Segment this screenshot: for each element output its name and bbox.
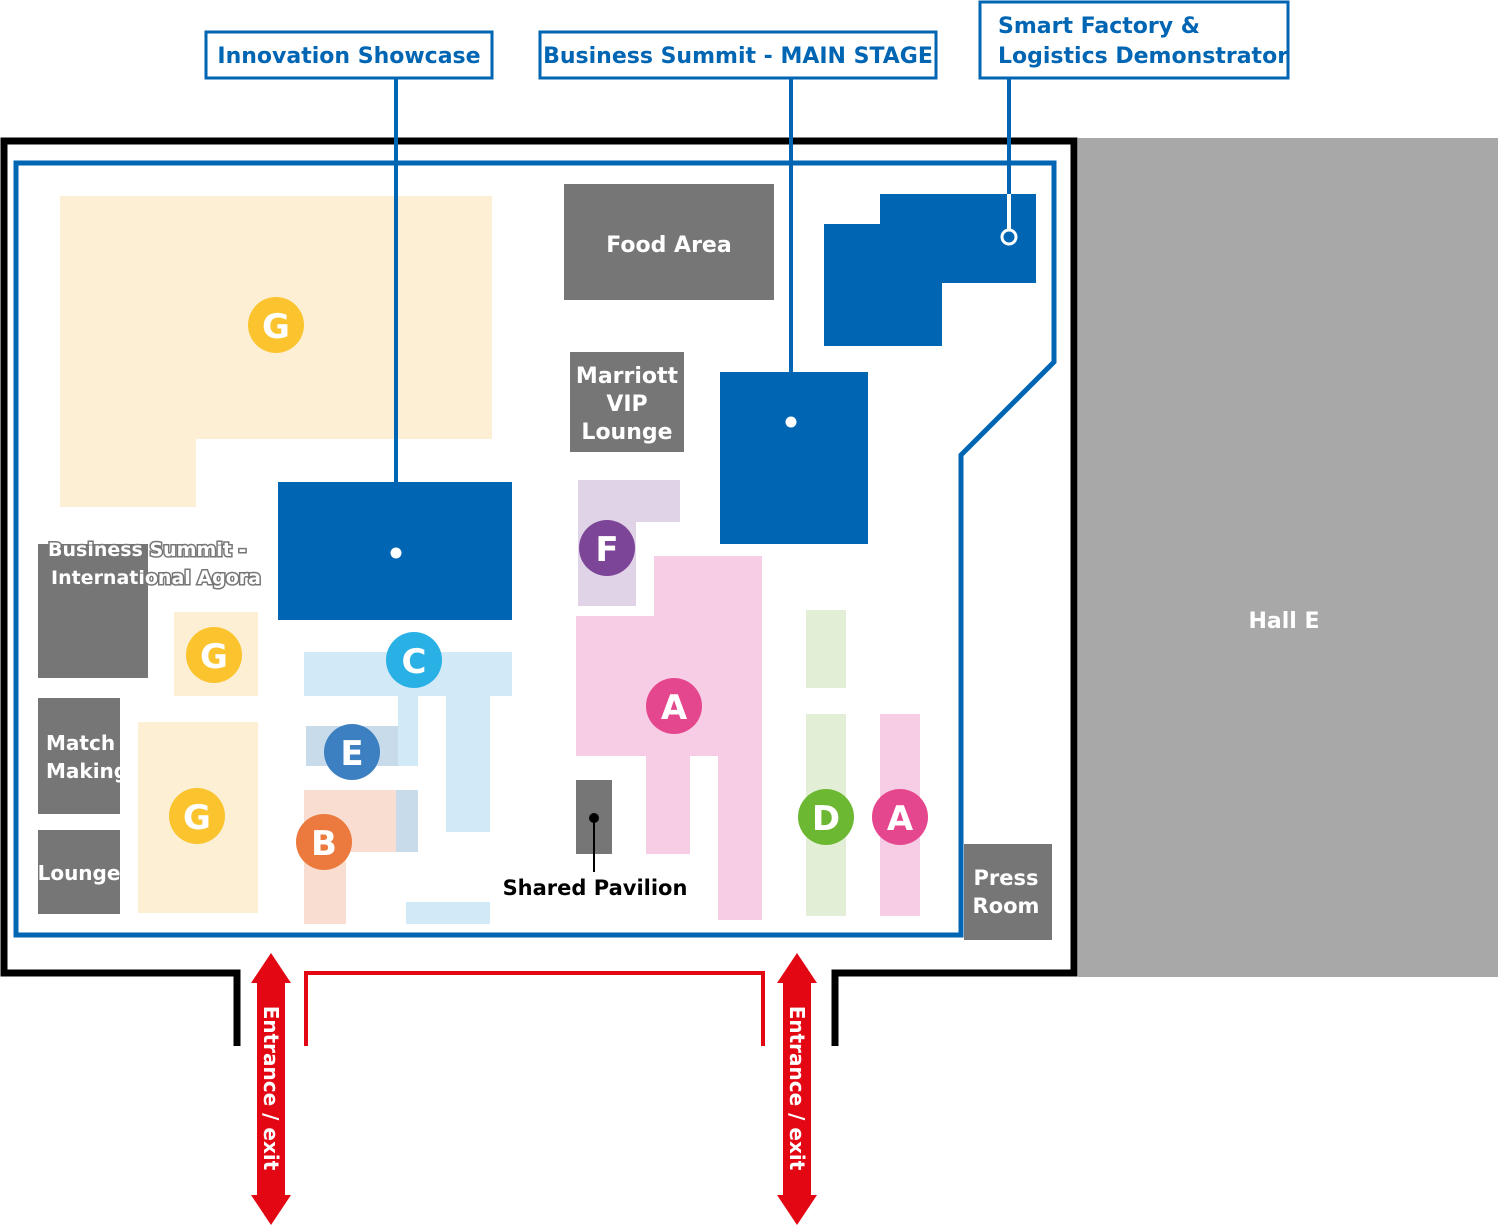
zone-c-leg-left[interactable] [398, 694, 418, 766]
entrance-right-label: Entrance / exit [785, 1006, 809, 1171]
international-agora-block[interactable] [38, 544, 148, 678]
marker-c-letter: C [402, 642, 427, 682]
zone-d-upper[interactable] [806, 610, 846, 688]
marker-c[interactable]: C [386, 632, 442, 688]
shared-pavilion-dot [589, 813, 599, 823]
press-label-line2: Room [973, 894, 1040, 918]
marker-a-main-letter: A [661, 688, 688, 728]
main-stage-leader-dot [782, 413, 800, 431]
hall-e-block[interactable] [1078, 138, 1498, 977]
main-stage-block[interactable] [720, 372, 868, 544]
marker-g-mid-letter: G [200, 637, 228, 677]
smart-factory-callout-line1: Smart Factory & [998, 14, 1200, 39]
entrance-exit-left[interactable]: Entrance / exit [251, 953, 291, 1225]
entrance-exit-right[interactable]: Entrance / exit [777, 953, 817, 1225]
entrance-connector-line [304, 971, 765, 1046]
hall-e-label: Hall E [1248, 609, 1319, 634]
marriott-label-line1: Marriott [576, 364, 679, 389]
food-area-label: Food Area [606, 233, 731, 258]
agora-label-line2: International Agora [51, 567, 261, 589]
innovation-callout-label: Innovation Showcase [217, 44, 480, 69]
entrance-left-arrow-icon [251, 953, 291, 1225]
match-making-block[interactable] [38, 698, 120, 814]
marker-a-main[interactable]: A [646, 678, 702, 734]
zone-c-bottom[interactable] [406, 902, 490, 924]
main-stage-callout-box[interactable] [538, 30, 938, 80]
marker-e[interactable]: E [324, 724, 380, 780]
marker-a-side[interactable]: A [872, 789, 928, 845]
marker-f[interactable]: F [579, 520, 635, 576]
marker-g-low-letter: G [183, 798, 211, 838]
marker-a-side-letter: A [887, 799, 914, 839]
marker-g-large[interactable]: G [248, 297, 304, 353]
marker-e-letter: E [340, 734, 363, 774]
press-label-line1: Press [974, 866, 1039, 890]
entrance-left-label: Entrance / exit [259, 1006, 283, 1171]
marriott-label-line3: Lounge [581, 420, 672, 445]
innovation-callout-box[interactable] [204, 30, 494, 80]
entrance-right-arrow-icon [777, 953, 817, 1225]
smart-factory-leader-dot [1000, 228, 1018, 246]
food-area-block[interactable] [564, 184, 774, 300]
smart-factory-callout-line2: Logistics Demonstrator [998, 44, 1288, 69]
match-label-line2: Making [46, 759, 128, 783]
match-label-line1: Match [46, 731, 115, 755]
marker-d[interactable]: D [798, 789, 854, 845]
zone-a-main[interactable] [576, 556, 762, 920]
zone-c-leg-right[interactable] [446, 694, 490, 832]
marker-g-mid[interactable]: G [186, 627, 242, 683]
hall-outline-wall [0, 137, 1078, 1046]
smart-factory-callout-box[interactable] [978, 0, 1290, 80]
exhibition-area-boundary [13, 160, 1057, 938]
lounge-label: Lounge [38, 861, 121, 885]
smart-factory-block[interactable] [824, 194, 1036, 346]
marker-f-letter: F [595, 530, 618, 570]
marker-d-letter: D [812, 799, 840, 839]
agora-label-line1: Business Summit - [48, 539, 246, 561]
marriott-vip-lounge-block[interactable] [570, 352, 684, 452]
marriott-label-line2: VIP [606, 392, 647, 417]
main-stage-callout-label: Business Summit - MAIN STAGE [543, 44, 933, 69]
marker-g-large-letter: G [262, 307, 290, 347]
zone-e-small[interactable] [396, 790, 418, 852]
press-room-block[interactable] [964, 844, 1052, 940]
shared-pavilion-label: Shared Pavilion [503, 876, 688, 900]
innovation-leader-dot [387, 544, 405, 562]
marker-g-low[interactable]: G [169, 788, 225, 844]
marker-b[interactable]: B [296, 814, 352, 870]
marker-b-letter: B [311, 824, 337, 864]
lounge-block[interactable] [38, 830, 120, 914]
